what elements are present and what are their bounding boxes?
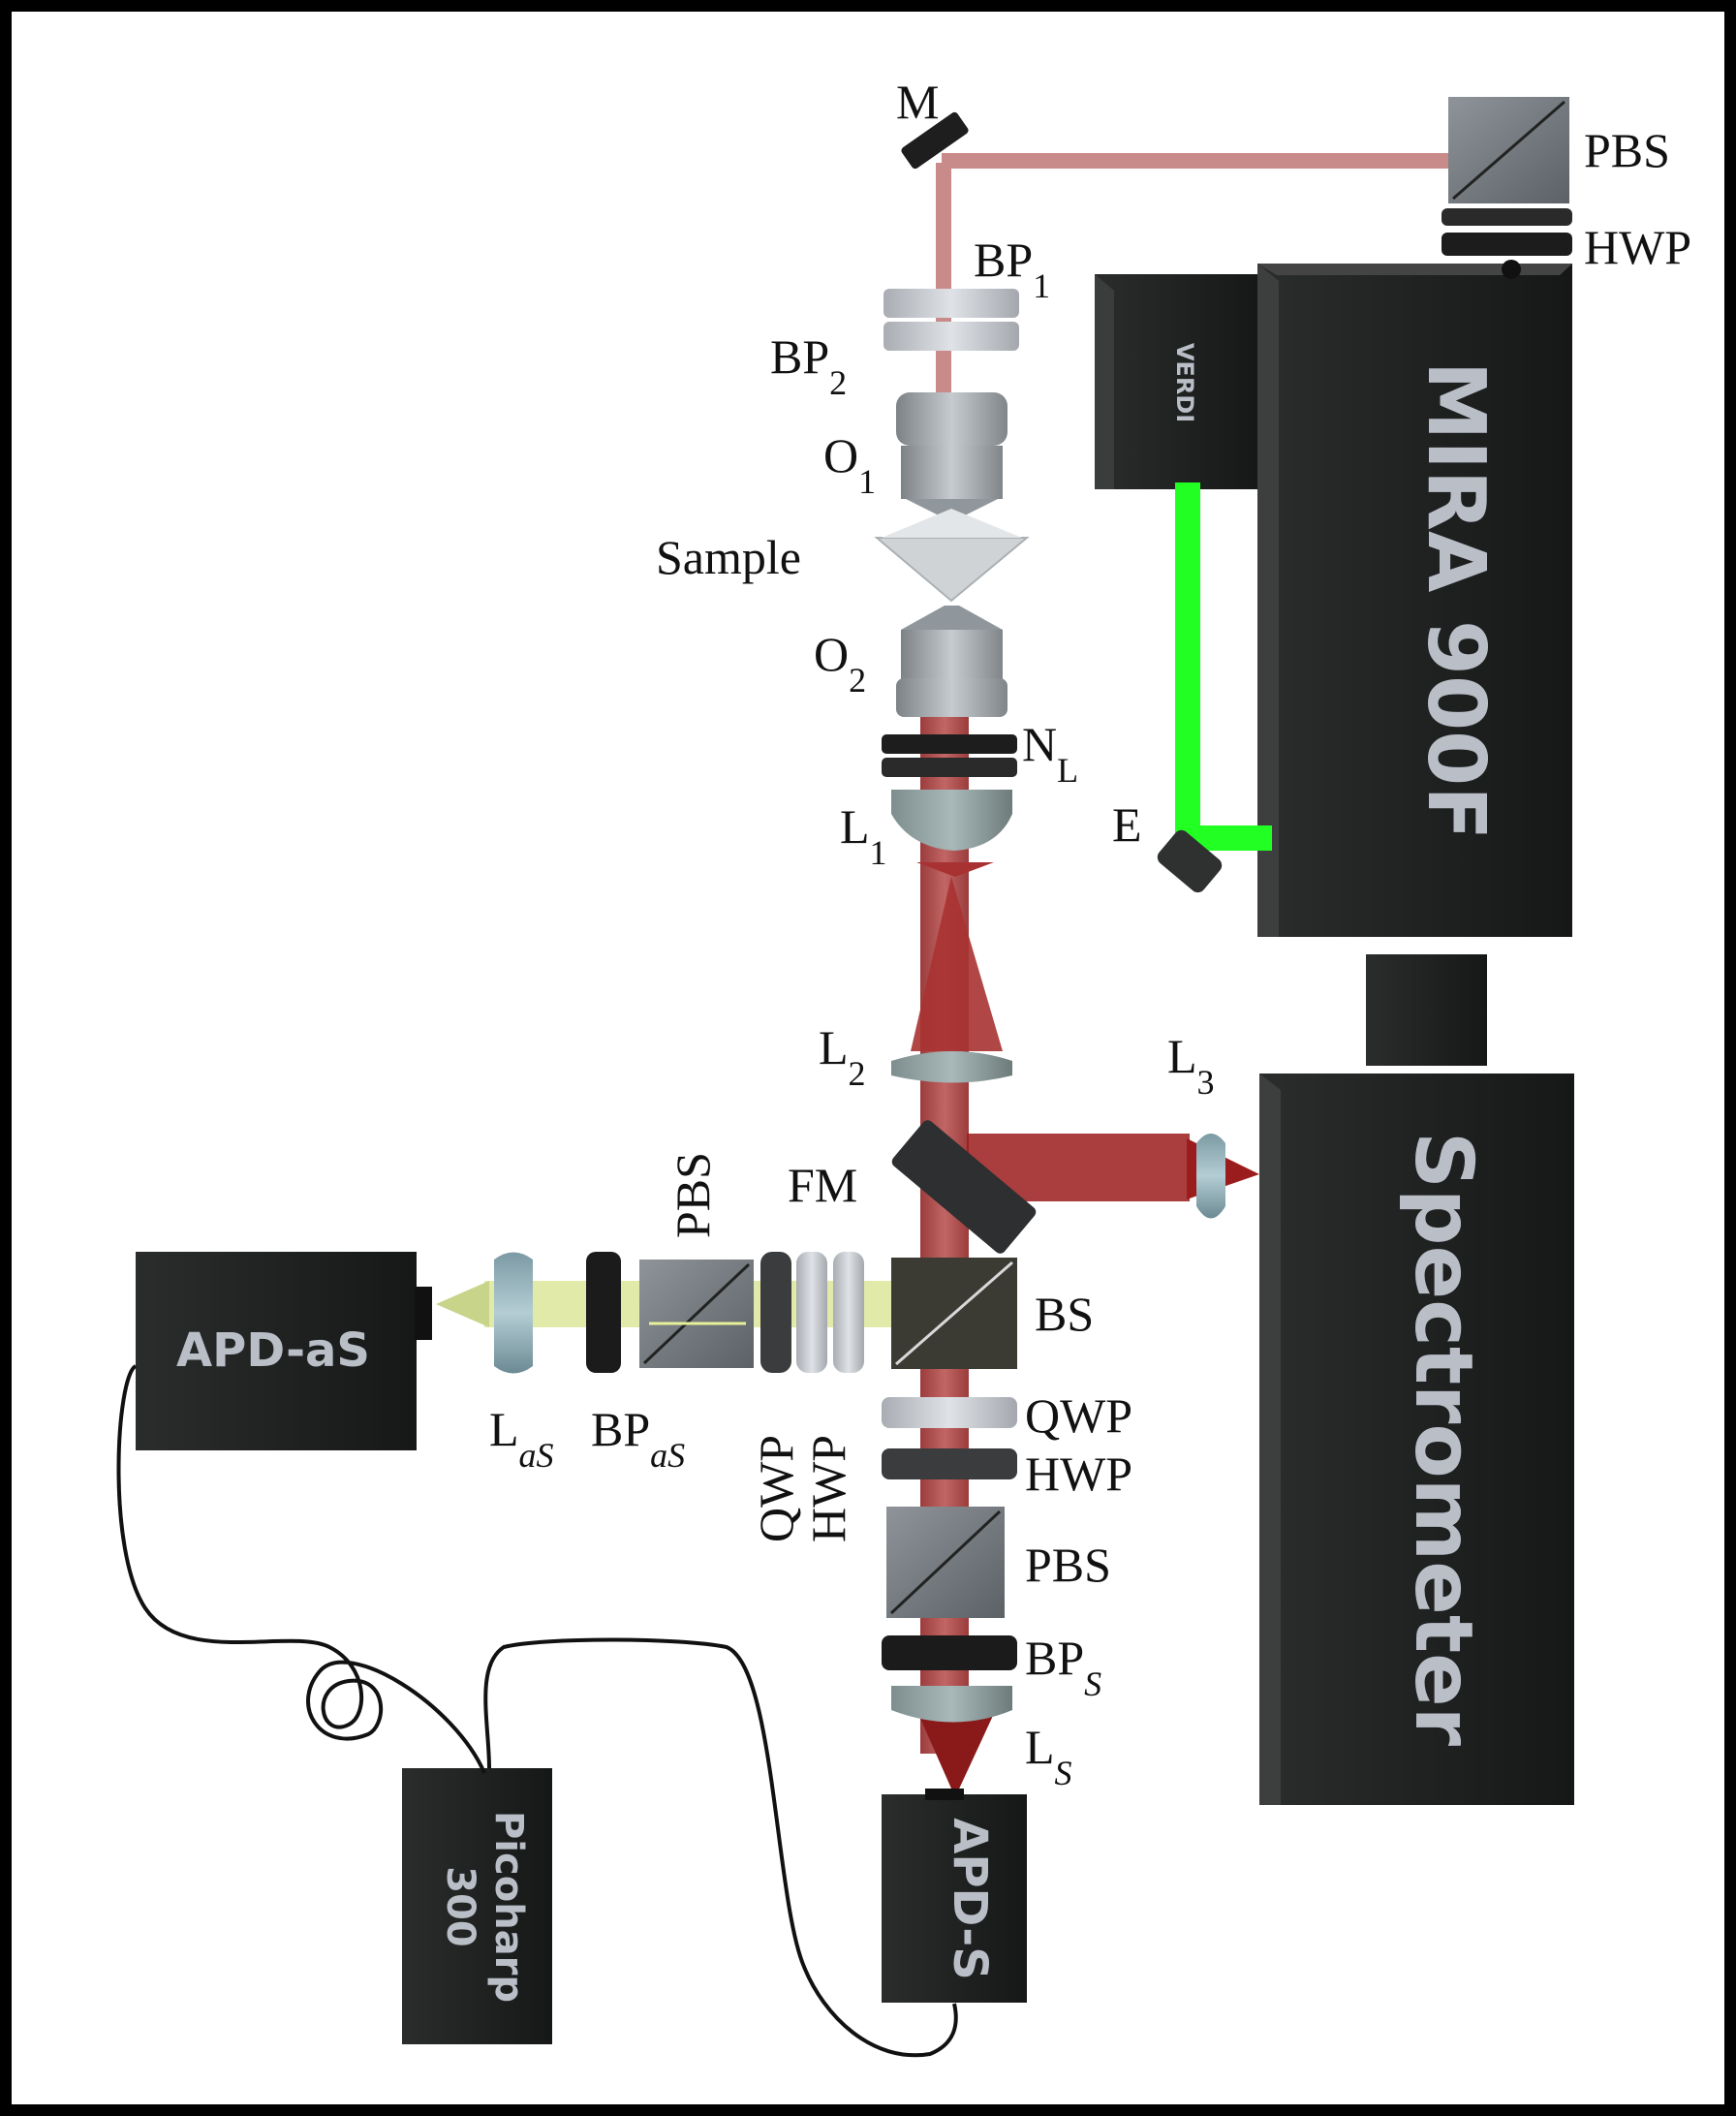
label-pbs-top: PBS — [1584, 123, 1670, 177]
label-l1: L — [840, 799, 870, 854]
label-bp1: BP — [974, 233, 1033, 287]
label-fm: FM — [788, 1158, 857, 1212]
bp1-filter — [884, 289, 1019, 318]
mira-label: MIRA 900F — [1410, 361, 1502, 840]
picoharp-label-2: 300 — [438, 1866, 482, 1947]
label-pbs-vert: PBS — [666, 1152, 720, 1238]
label-hwp-right: HWP — [1025, 1447, 1132, 1501]
hwp-as-plate — [833, 1252, 864, 1373]
label-o1: O — [823, 428, 858, 482]
hwp-top-ring2 — [1442, 233, 1572, 256]
label-o2: O — [814, 627, 849, 681]
hwp-top-ring1 — [1442, 208, 1572, 226]
label-pbs-right: PBS — [1025, 1538, 1111, 1592]
label-qwp-vert: QWP — [749, 1435, 803, 1542]
bp-s-filter — [882, 1635, 1017, 1670]
green-pump-beam — [1175, 482, 1200, 836]
bp-as-filter — [586, 1252, 621, 1373]
label-nl: N — [1022, 717, 1057, 771]
apd-as-label: APD-aS — [176, 1323, 370, 1378]
lens-las — [494, 1253, 533, 1374]
label-qwp-right: QWP — [1025, 1388, 1132, 1443]
label-ls: L — [1025, 1720, 1055, 1774]
lens-l3 — [1196, 1134, 1225, 1219]
hwp-s-plate — [882, 1448, 1017, 1479]
picoharp-label-1: Picoharp — [486, 1811, 531, 2003]
label-m: M — [896, 75, 939, 129]
laser-beam-horizontal — [942, 153, 1455, 169]
qwp-as-plate — [760, 1252, 791, 1373]
apd-s-label: APD-S — [943, 1818, 997, 1980]
label-hwp-vert: HWP — [801, 1435, 855, 1542]
qwp-s-plate — [882, 1397, 1017, 1428]
label-bpas: BP — [591, 1402, 650, 1456]
spectrometer-label: Spectrometer — [1397, 1132, 1489, 1747]
label-l3: L — [1167, 1029, 1197, 1083]
spectrometer-port — [1366, 954, 1487, 1066]
label-l2: L — [819, 1020, 849, 1074]
notch-filter-nl — [882, 734, 1017, 754]
label-e: E — [1112, 797, 1142, 852]
label-bps: BP — [1025, 1631, 1084, 1685]
label-bs: BS — [1035, 1287, 1094, 1341]
label-sample: Sample — [656, 530, 801, 584]
objective-o1 — [896, 392, 1008, 446]
verdi-label: VERDI — [1171, 343, 1198, 422]
label-hwp-top: HWP — [1584, 220, 1691, 274]
bp2-filter — [884, 322, 1019, 351]
label-las: L — [489, 1402, 519, 1456]
label-bp2: BP — [770, 329, 829, 384]
